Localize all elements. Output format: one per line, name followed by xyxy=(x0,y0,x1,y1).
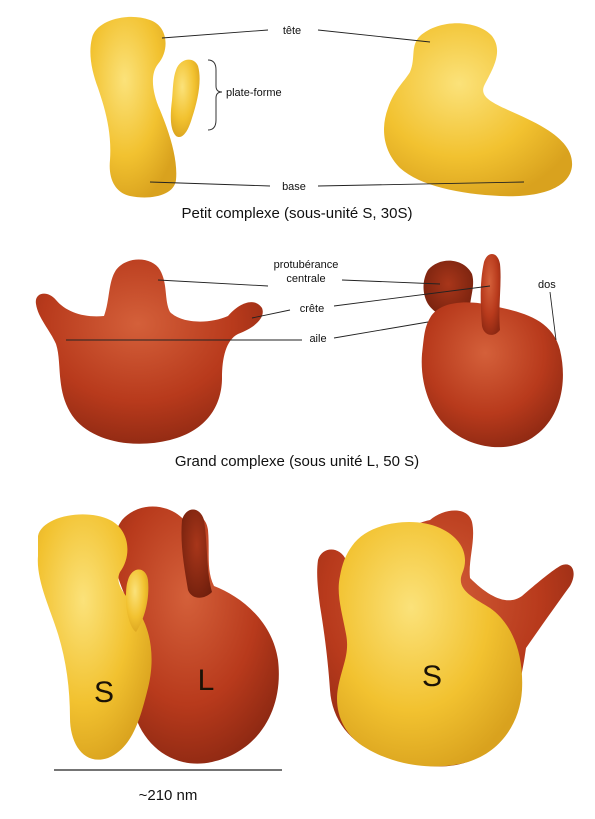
small-subunit-side-body xyxy=(384,23,572,196)
label-ridge: crête xyxy=(300,303,324,315)
leader-cp-left xyxy=(158,280,268,286)
label-wing: aile xyxy=(309,333,326,345)
assembled-left-L-label: L xyxy=(198,664,215,697)
large-subunit-front-body xyxy=(36,260,263,444)
label-head: tête xyxy=(283,25,301,37)
small-subunit-side-view xyxy=(384,23,572,196)
platform-bracket xyxy=(208,60,222,130)
leader-wing-right xyxy=(334,322,428,338)
assembled-ribosome-right-view: S xyxy=(317,511,573,767)
scale-bar-label: ~210 nm xyxy=(139,787,198,804)
label-base: base xyxy=(282,181,306,193)
large-subunit-side-crest xyxy=(481,254,501,335)
leader-head-right xyxy=(318,30,430,42)
label-central-protuberance-1: protubérance xyxy=(274,259,339,271)
assembled-left-S-label: S xyxy=(94,676,114,709)
assembled-right-S-label: S xyxy=(422,660,442,693)
leader-head-left xyxy=(162,30,268,38)
small-subunit-front-view xyxy=(90,17,199,198)
label-central-protuberance-2: centrale xyxy=(286,273,325,285)
label-back: dos xyxy=(538,279,556,291)
caption-large-subunit: Grand complexe (sous unité L, 50 S) xyxy=(175,453,419,470)
assembled-ribosome-left-view: S L xyxy=(38,506,279,763)
assembled-right-small-subunit xyxy=(337,522,522,766)
label-platform: plate-forme xyxy=(226,87,282,99)
small-subunit-front-platform xyxy=(171,60,200,137)
large-subunit-front-view xyxy=(36,260,263,444)
caption-small-subunit: Petit complexe (sous-unité S, 30S) xyxy=(182,205,413,222)
small-subunit-front-body xyxy=(90,17,176,198)
